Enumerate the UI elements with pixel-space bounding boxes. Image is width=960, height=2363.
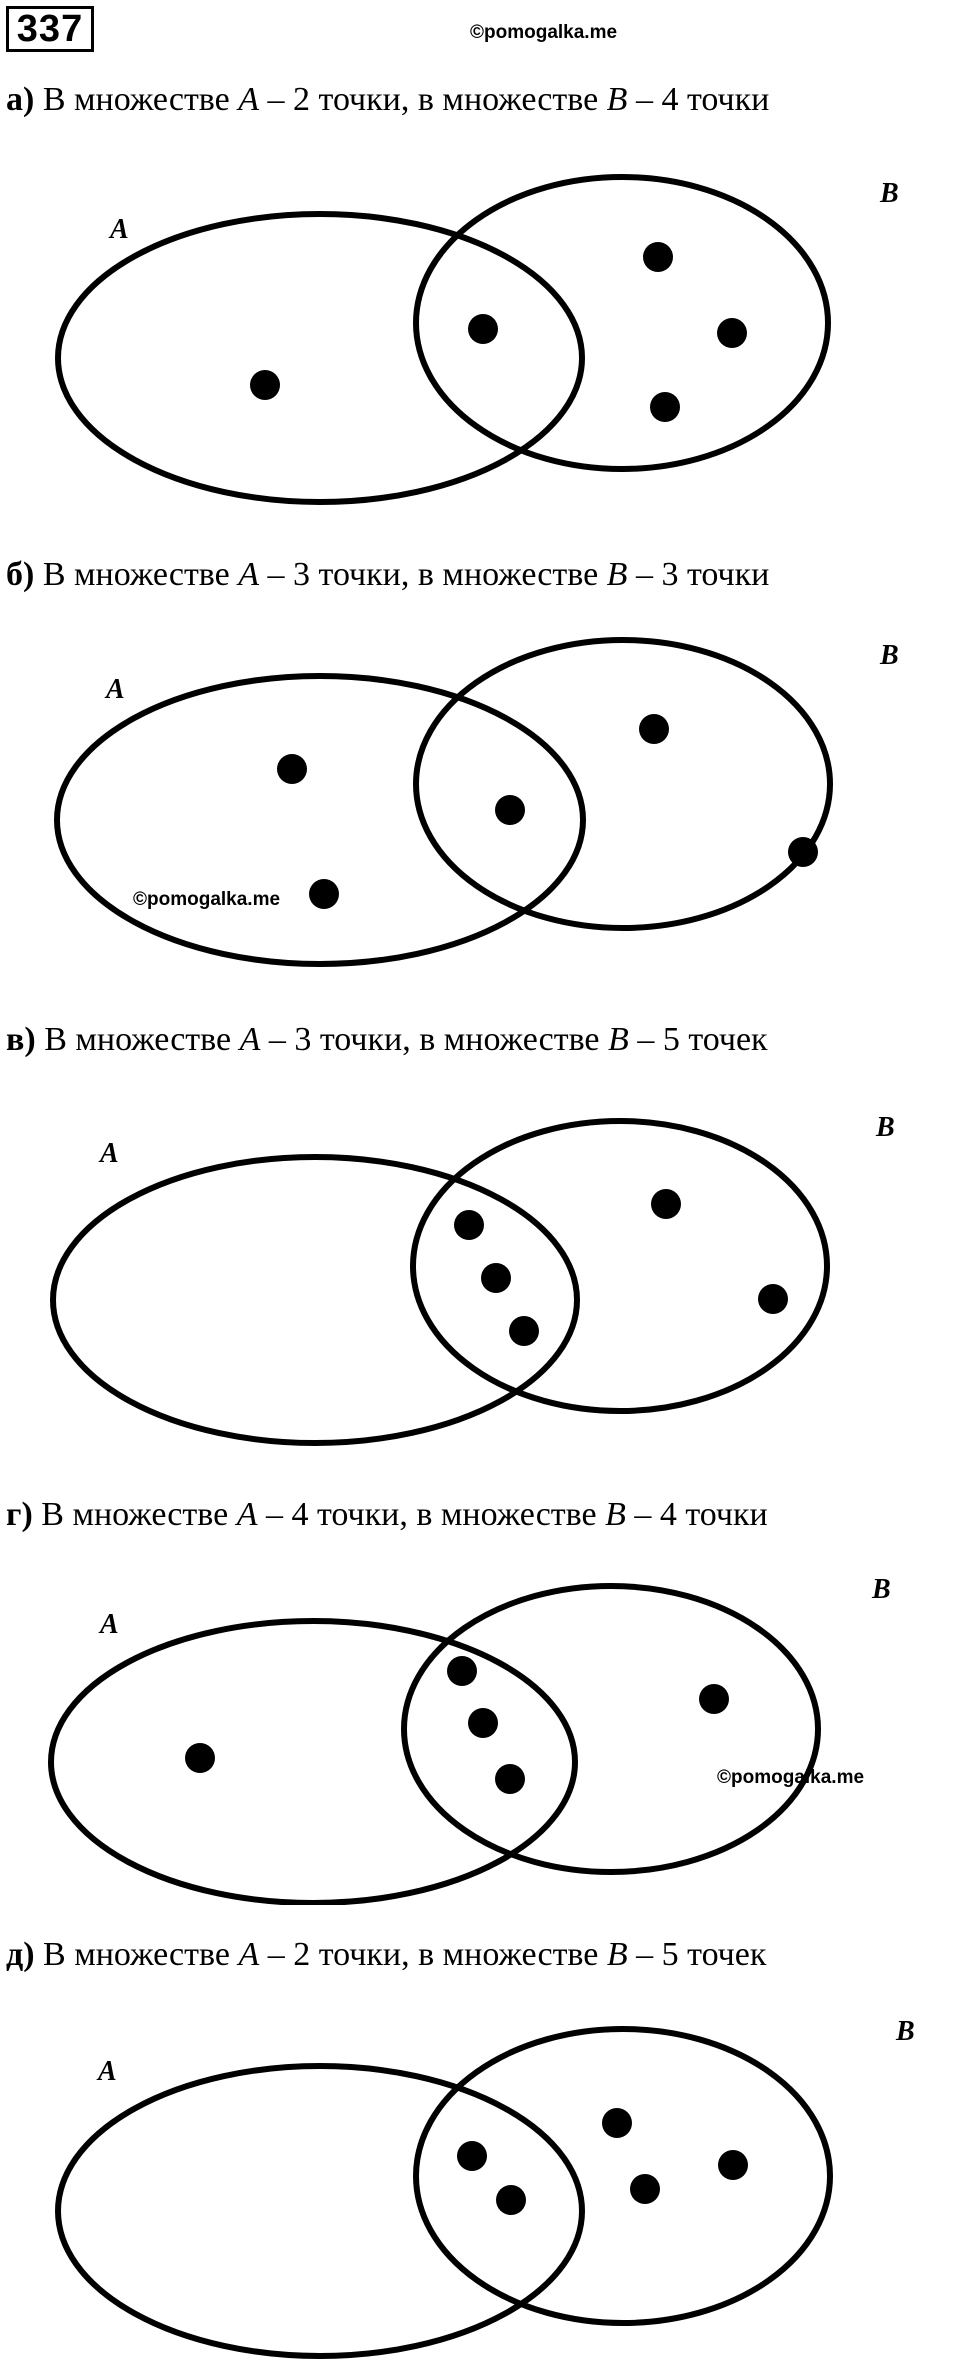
caption-text: В множестве: [34, 1936, 239, 1973]
part-v-diagram: A B: [0, 1090, 960, 1460]
set-a-ellipse: [54, 673, 586, 967]
set-b-ellipse: [410, 1118, 830, 1414]
part-a-diagram: A B: [0, 140, 960, 520]
set-a-label: A: [104, 674, 125, 705]
caption-text: – 4 точки: [625, 1496, 768, 1533]
set-b-name: B: [606, 556, 628, 593]
set-a-name: A: [238, 556, 260, 593]
point: [457, 2141, 487, 2171]
caption-text: – 4 точки, в множестве: [257, 1496, 606, 1533]
venn-diagram: A B ©pomogalka.me: [48, 1574, 891, 1905]
point: [758, 1284, 788, 1314]
point: [602, 2108, 632, 2138]
point: [651, 1189, 681, 1219]
point: [643, 242, 673, 272]
set-a-label: A: [98, 1609, 119, 1640]
caption-text: В множестве: [35, 1021, 240, 1058]
caption-text: – 4 точки: [627, 81, 770, 118]
part-g-caption: г) В множестве A – 4 точки, в множестве …: [6, 1495, 768, 1535]
caption-text: – 5 точек: [628, 1021, 768, 1058]
point: [309, 879, 339, 909]
caption-text: – 5 точек: [627, 1936, 767, 1973]
set-b-ellipse: [413, 174, 831, 472]
set-a-name: A: [238, 81, 260, 118]
caption-text: – 2 точки, в множестве: [259, 81, 607, 118]
set-a-label: A: [96, 2056, 117, 2087]
set-a-name: A: [236, 1496, 258, 1533]
point: [468, 1708, 498, 1738]
point: [250, 370, 280, 400]
set-b-ellipse: [401, 1583, 821, 1875]
part-d-diagram: A B: [0, 2000, 960, 2363]
point: [277, 754, 307, 784]
set-a-ellipse: [48, 1618, 578, 1905]
part-letter: б): [6, 556, 35, 593]
set-b-label: B: [879, 640, 899, 671]
set-b-name: B: [606, 1936, 628, 1973]
point: [454, 1210, 484, 1240]
part-b-diagram: A B ©pomogalka.me: [0, 620, 960, 980]
point: [495, 795, 525, 825]
set-b-name: B: [606, 81, 628, 118]
venn-diagram: A B ©pomogalka.me: [54, 637, 899, 967]
set-b-name: B: [608, 1021, 629, 1058]
point: [699, 1684, 729, 1714]
problem-number: 337: [6, 6, 94, 52]
set-b-label: B: [895, 2016, 915, 2047]
set-a-label: A: [108, 214, 129, 245]
part-g-diagram: A B ©pomogalka.me: [0, 1565, 960, 1905]
header-watermark: ©pomogalka.me: [470, 22, 618, 43]
part-letter: г): [6, 1496, 33, 1533]
point: [718, 2150, 748, 2180]
part-letter: д): [6, 1936, 35, 1973]
point: [788, 837, 818, 867]
part-b-caption: б) В множестве A – 3 точки, в множестве …: [6, 555, 769, 595]
venn-diagram: A B: [55, 2016, 915, 2359]
point: [630, 2174, 660, 2204]
caption-text: – 3 точки, в множестве: [260, 1021, 609, 1058]
point: [496, 2185, 526, 2215]
diagram-watermark: ©pomogalka.me: [133, 889, 280, 910]
set-a-ellipse: [55, 211, 585, 505]
set-b-name: B: [605, 1496, 626, 1533]
caption-text: В множестве: [34, 556, 239, 593]
point: [185, 1743, 215, 1773]
part-d-caption: д) В множестве A – 2 точки, в множестве …: [6, 1935, 766, 1975]
diagram-watermark: ©pomogalka.me: [717, 1767, 864, 1788]
caption-text: – 3 точки, в множестве: [259, 556, 607, 593]
venn-diagram: A B: [55, 174, 899, 505]
point: [495, 1764, 525, 1794]
set-a-name: A: [239, 1021, 261, 1058]
point: [717, 318, 747, 348]
set-a-label: A: [98, 1138, 119, 1169]
set-b-label: B: [879, 178, 899, 209]
part-letter: а): [6, 81, 35, 118]
point: [509, 1316, 539, 1346]
caption-text: В множестве: [34, 81, 239, 118]
caption-text: В множестве: [32, 1496, 237, 1533]
set-b-ellipse: [413, 2026, 833, 2326]
point: [639, 714, 669, 744]
set-b-label: B: [875, 1112, 895, 1143]
part-letter: в): [6, 1021, 36, 1058]
set-b-ellipse: [413, 637, 833, 931]
venn-diagram: A B: [50, 1112, 895, 1446]
set-a-name: A: [238, 1936, 260, 1973]
point: [468, 314, 498, 344]
point: [447, 1656, 477, 1686]
point: [481, 1263, 511, 1293]
set-a-ellipse: [50, 1154, 580, 1446]
caption-text: – 2 точки, в множестве: [259, 1936, 607, 1973]
set-b-label: B: [871, 1574, 891, 1605]
point: [650, 392, 680, 422]
part-a-caption: а) В множестве A – 2 точки, в множестве …: [6, 80, 769, 120]
set-a-ellipse: [55, 2063, 585, 2359]
part-v-caption: в) В множестве A – 3 точки, в множестве …: [6, 1020, 768, 1060]
caption-text: – 3 точки: [627, 556, 770, 593]
